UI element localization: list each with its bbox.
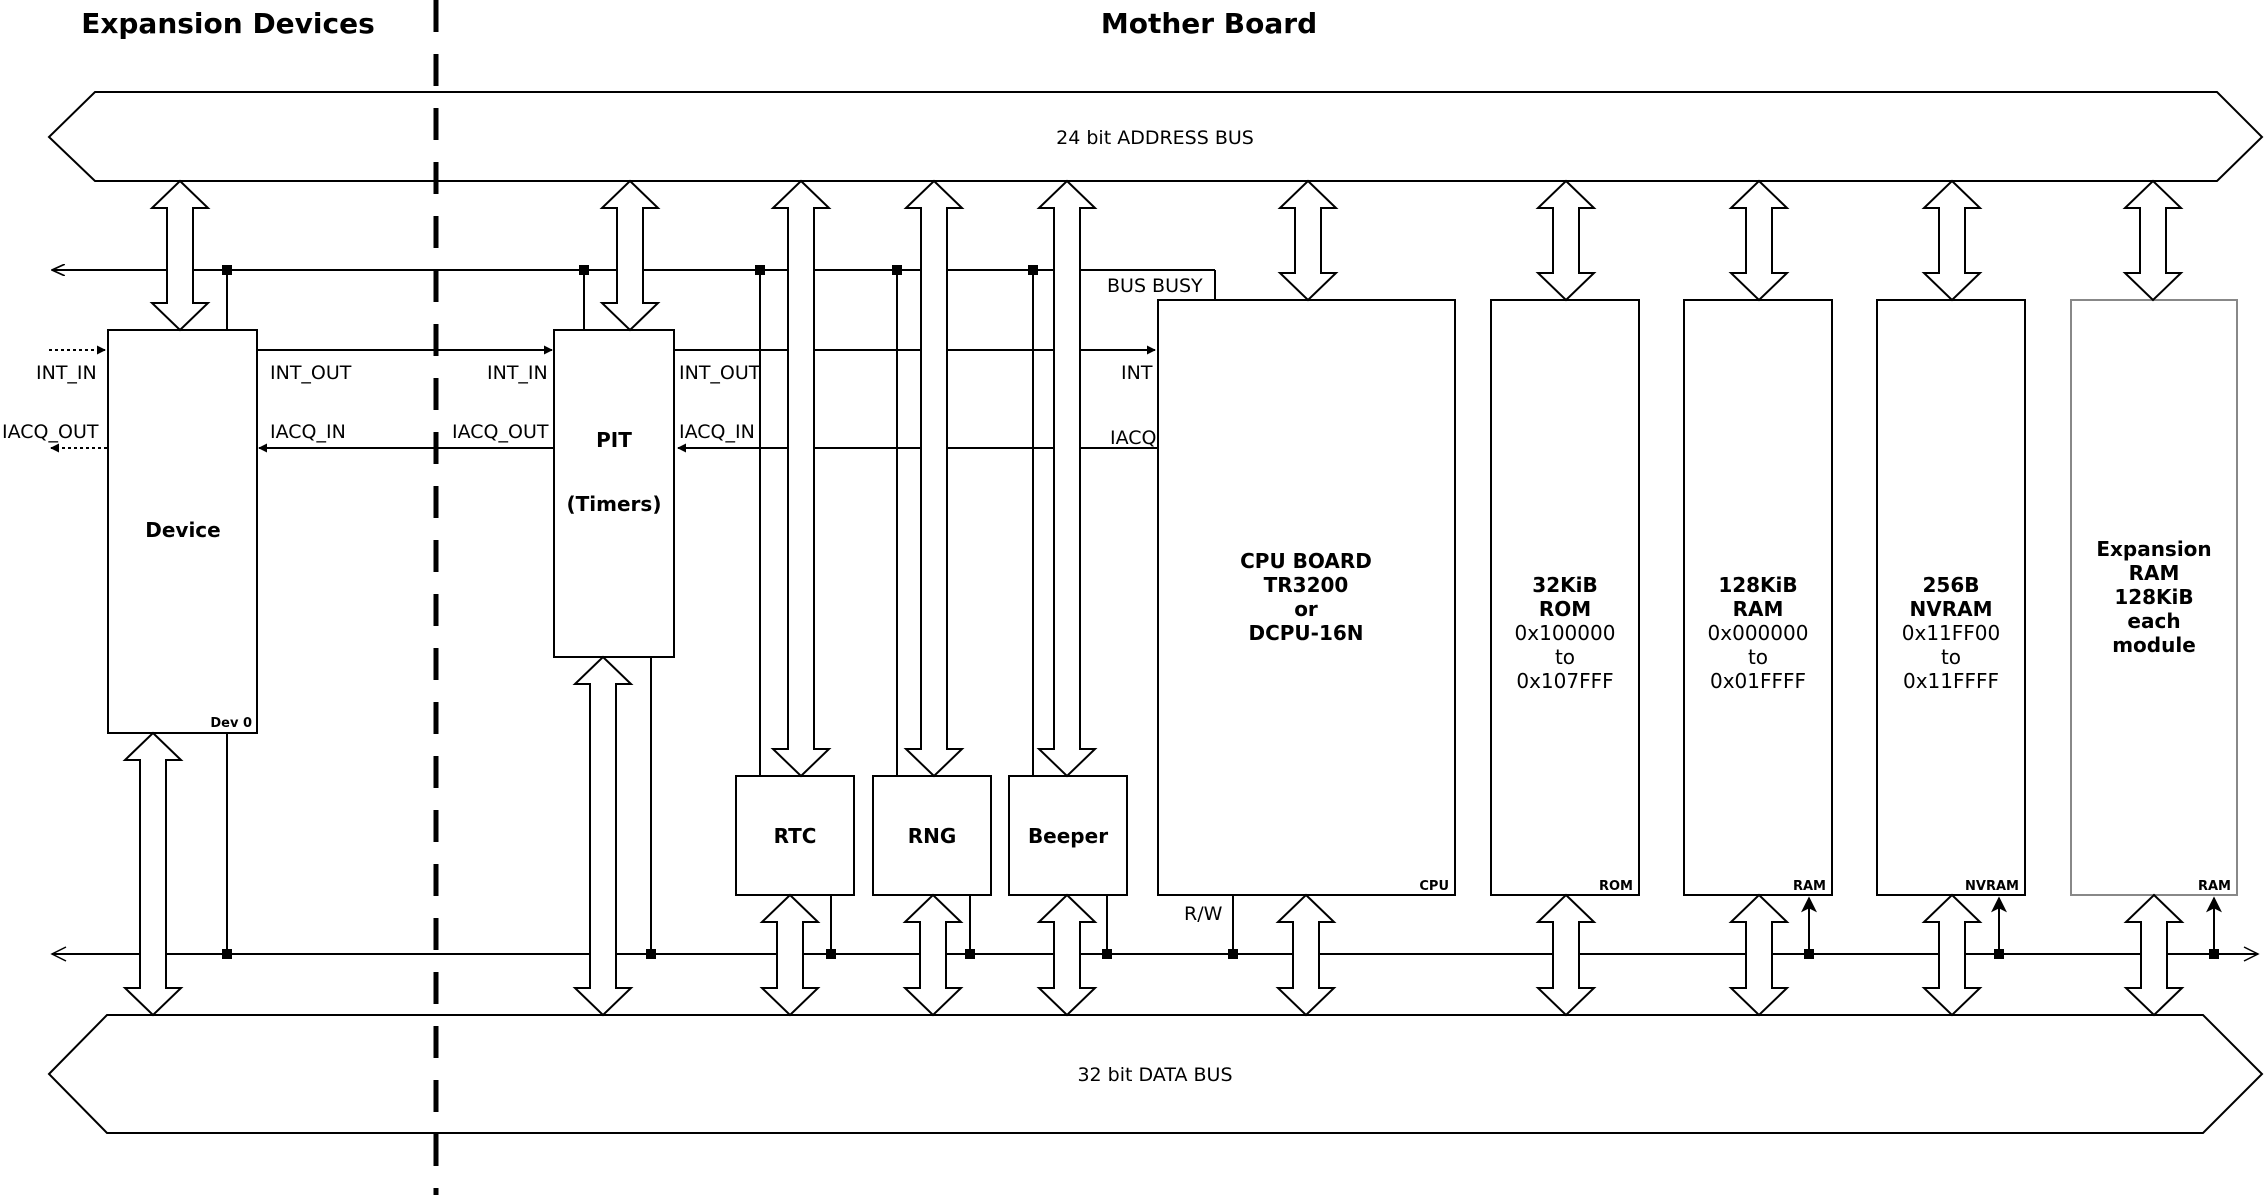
expansion-ram-label-line5: module [2112,633,2196,657]
pit-int-out-label: INT_OUT [679,362,761,384]
rom-label-line1: 32KiB [1532,573,1597,597]
rw-line [50,657,2260,962]
device-iacq-in-label: IACQ_IN [270,421,346,443]
cpu-iacq-label: IACQ [1110,427,1157,449]
device-data-arrow [122,731,184,1017]
pit-address-arrow [599,179,661,332]
rom-data-arrow [1535,893,1597,1017]
expansion-ram-label-line2: RAM [2129,561,2180,585]
rtc-address-arrow [770,179,832,778]
cpu-label-line3: or [1294,597,1318,621]
pit-iacq-out-label: IACQ_OUT [452,421,549,443]
rom-label-line3: 0x100000 [1515,621,1616,645]
device-iacq-out-label: IACQ_OUT [2,421,99,443]
ram-label-line3: 0x000000 [1708,621,1809,645]
ram-label-line1: 128KiB [1718,573,1797,597]
pit-iacq-in-label: IACQ_IN [679,421,755,443]
expansion-ram-address-arrow [2122,179,2184,302]
address-bus-label: 24 bit ADDRESS BUS [1056,127,1254,149]
ram-address-arrow [1728,179,1790,302]
ram-block [1683,299,1833,896]
nvram-label-line4: to [1941,645,1961,669]
rng-label: RNG [908,824,957,848]
bus-connection-arrows [122,179,2185,1017]
rom-block [1490,299,1640,896]
mother-board-header: Mother Board [1101,7,1317,40]
rtc-block [735,775,855,896]
nvram-block [1876,299,2026,896]
bus-busy-label: BUS BUSY [1107,275,1203,297]
cpu-board-block [1157,299,1456,896]
nvram-address-arrow [1921,179,1983,302]
cpu-label-line2: TR3200 [1264,573,1349,597]
pit-label-line1: PIT [596,428,632,452]
pit-int-in-label: INT_IN [487,362,548,384]
device-tag: Dev 0 [210,716,252,731]
rom-label-line2: ROM [1539,597,1591,621]
pit-block [553,329,675,658]
nvram-label-line5: 0x11FFFF [1903,669,1999,693]
rw-label: R/W [1184,903,1223,925]
address-bus [47,91,2264,182]
cpu-int-label: INT [1121,362,1153,384]
rom-address-arrow [1535,179,1597,302]
beeper-label: Beeper [1028,824,1108,848]
ram-label-line2: RAM [1733,597,1784,621]
cpu-data-arrow [1275,893,1337,1017]
beeper-address-arrow [1036,179,1098,778]
expansion-ram-label-line4: each [2127,609,2180,633]
pit-data-arrow [572,655,634,1017]
ram-label-line5: 0x01FFFF [1710,669,1806,693]
bus-busy-line [52,265,1216,776]
nvram-label-line3: 0x11FF00 [1902,621,2000,645]
expansion-ram-block [2070,299,2238,896]
device-label: Device [145,518,220,542]
data-bus-label: 32 bit DATA BUS [1077,1064,1232,1086]
beeper-data-arrow [1036,893,1098,1017]
nvram-tag: NVRAM [1965,879,2019,894]
cpu-tag: CPU [1419,879,1449,894]
cpu-label-line4: DCPU-16N [1248,621,1363,645]
nvram-label-line1: 256B [1923,573,1980,597]
expansion-ram-label-line1: Expansion [2096,537,2211,561]
device-address-arrow [149,179,211,332]
ram-label-line4: to [1748,645,1768,669]
rng-block [872,775,992,896]
rom-tag: ROM [1599,879,1633,894]
device-block [107,329,258,734]
beeper-block [1008,775,1128,896]
ram-data-arrow [1728,893,1790,1017]
rtc-label: RTC [774,824,817,848]
nvram-data-arrow [1921,893,1983,1017]
rng-data-arrow [902,893,964,1017]
data-bus [47,1014,2264,1134]
nvram-label-line2: NVRAM [1910,597,1993,621]
expansion-ram-tag: RAM [2198,879,2231,894]
rng-address-arrow [903,179,965,778]
cpu-address-arrow [1277,179,1339,302]
cpu-label-line1: CPU BOARD [1240,549,1372,573]
ram-tag: RAM [1793,879,1826,894]
rtc-data-arrow [759,893,821,1017]
pit-label-line2: (Timers) [567,492,662,516]
rom-label-line4: to [1555,645,1575,669]
expansion-devices-header: Expansion Devices [81,7,375,40]
device-int-in-label: INT_IN [36,362,97,384]
expansion-ram-data-arrow [2123,893,2185,1017]
rom-label-line5: 0x107FFF [1516,669,1613,693]
device-int-out-label: INT_OUT [270,362,352,384]
expansion-ram-label-line3: 128KiB [2114,585,2193,609]
